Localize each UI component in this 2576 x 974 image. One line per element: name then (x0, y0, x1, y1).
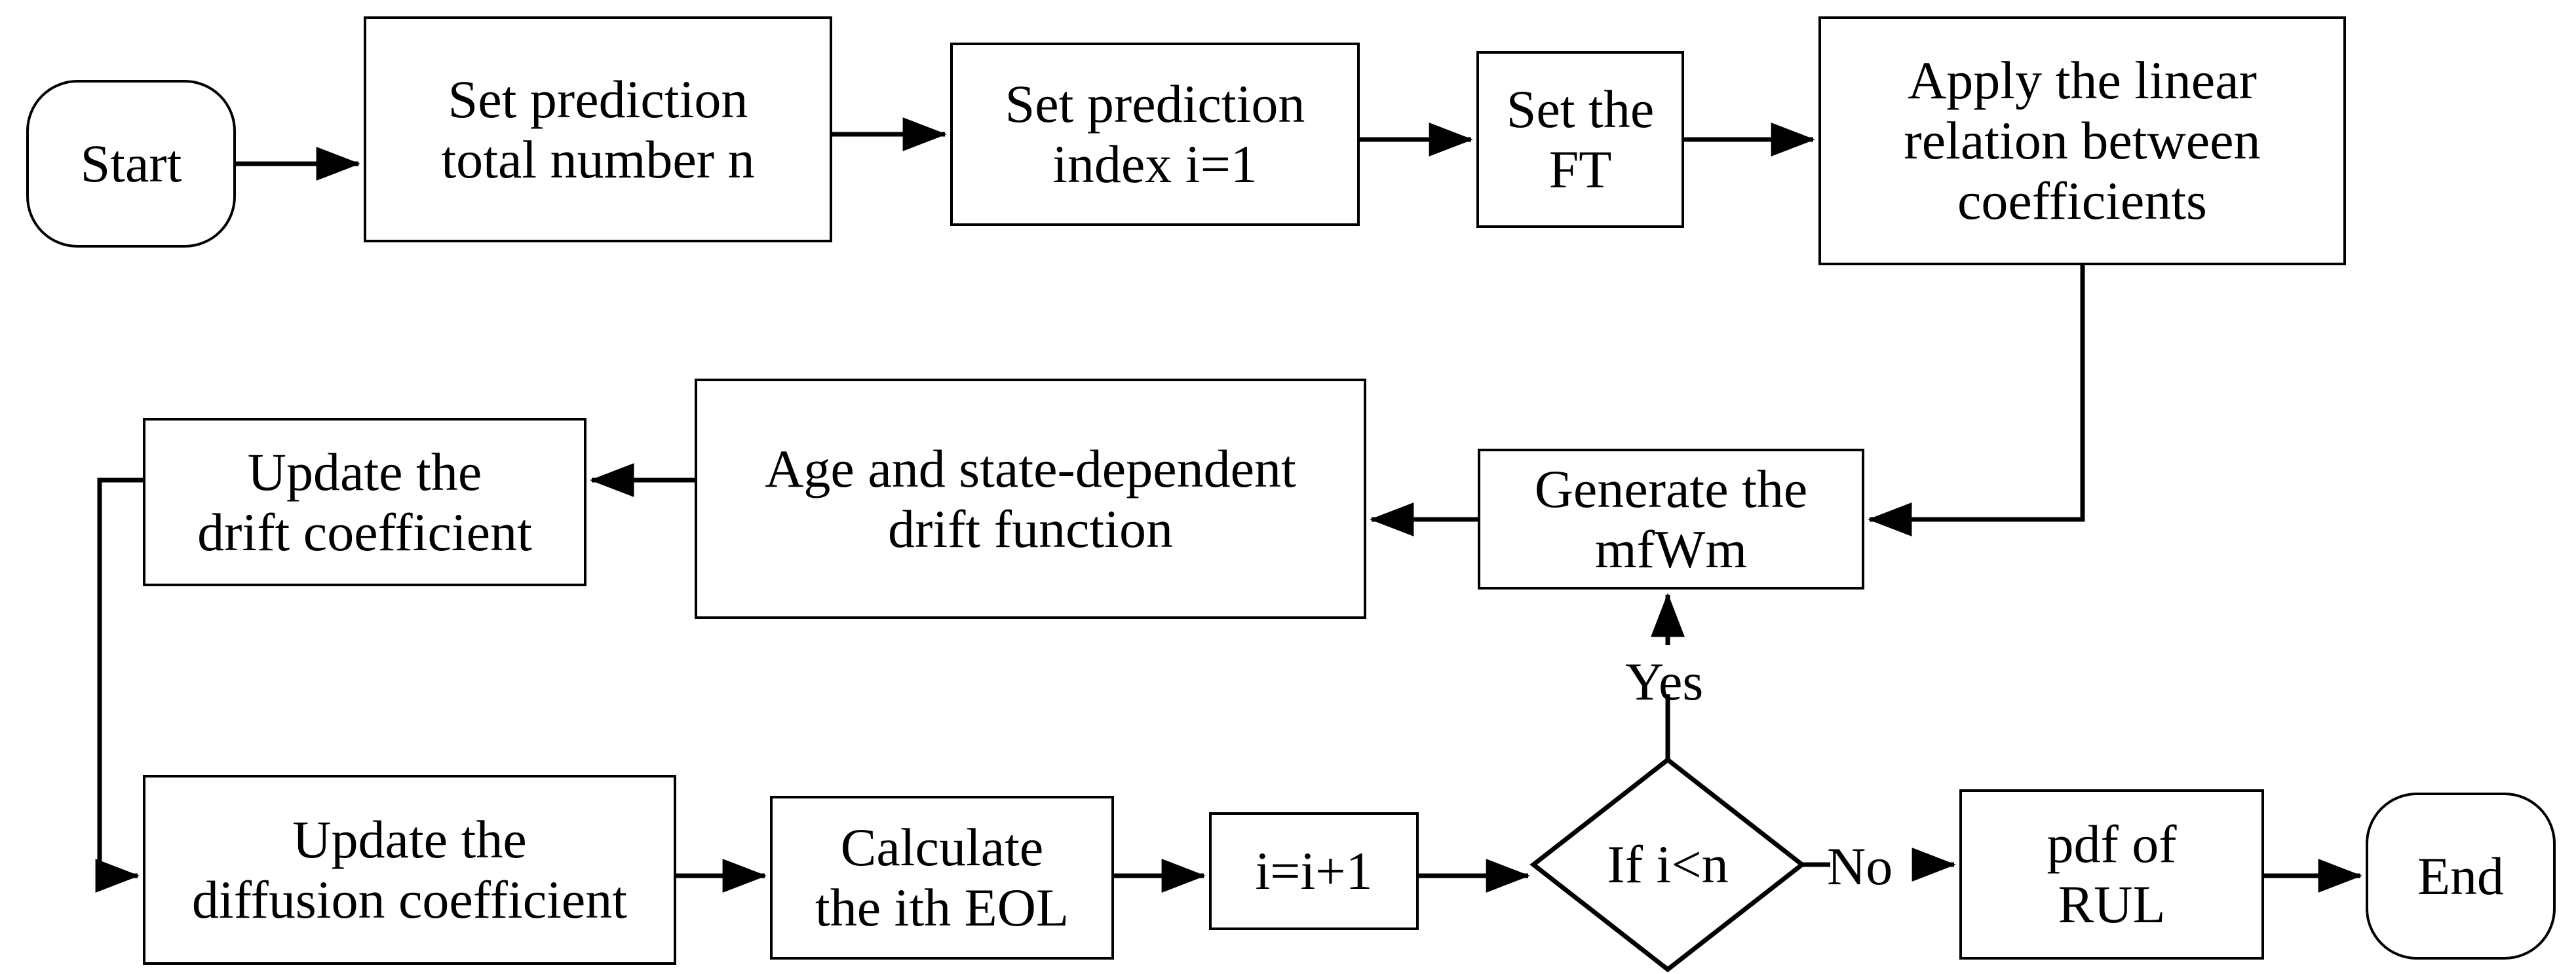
decision-diamond (1529, 757, 1806, 973)
node-age-state-dependent-drift-function[interactable]: Age and state-dependent drift function (695, 379, 1366, 619)
edge-apply-linear-to-gen-mfwm (1868, 265, 2085, 536)
node-increment-index[interactable]: i=i+1 (1209, 812, 1419, 930)
node-pdf-of-rul[interactable]: pdf of RUL (1959, 789, 2264, 960)
node-update-drift-coefficient[interactable]: Update the drift coefficient (143, 418, 586, 586)
node-apply-linear-relation[interactable]: Apply the linear relation between coeffi… (1818, 16, 2346, 265)
node-set-prediction-total-number[interactable]: Set prediction total number n (364, 16, 832, 242)
node-set-prediction-index[interactable]: Set prediction index i=1 (950, 43, 1360, 226)
node-calculate-ith-eol[interactable]: Calculate the ith EOL (770, 796, 1114, 960)
edge-label-no: No (1827, 836, 1893, 896)
node-end[interactable]: End (2366, 793, 2556, 960)
edge-update-drift-to-update-diff (95, 478, 143, 893)
edge-label-yes: Yes (1625, 652, 1704, 711)
node-start[interactable]: Start (26, 80, 236, 248)
node-decision-if-i-less-than-n[interactable]: If i<n (1607, 834, 1729, 894)
node-update-diffusion-coefficient[interactable]: Update the diffusion coefficient (143, 775, 676, 965)
node-set-the-ft[interactable]: Set the FT (1476, 51, 1684, 228)
node-generate-mfwm[interactable]: Generate the mfWm (1478, 449, 1864, 590)
